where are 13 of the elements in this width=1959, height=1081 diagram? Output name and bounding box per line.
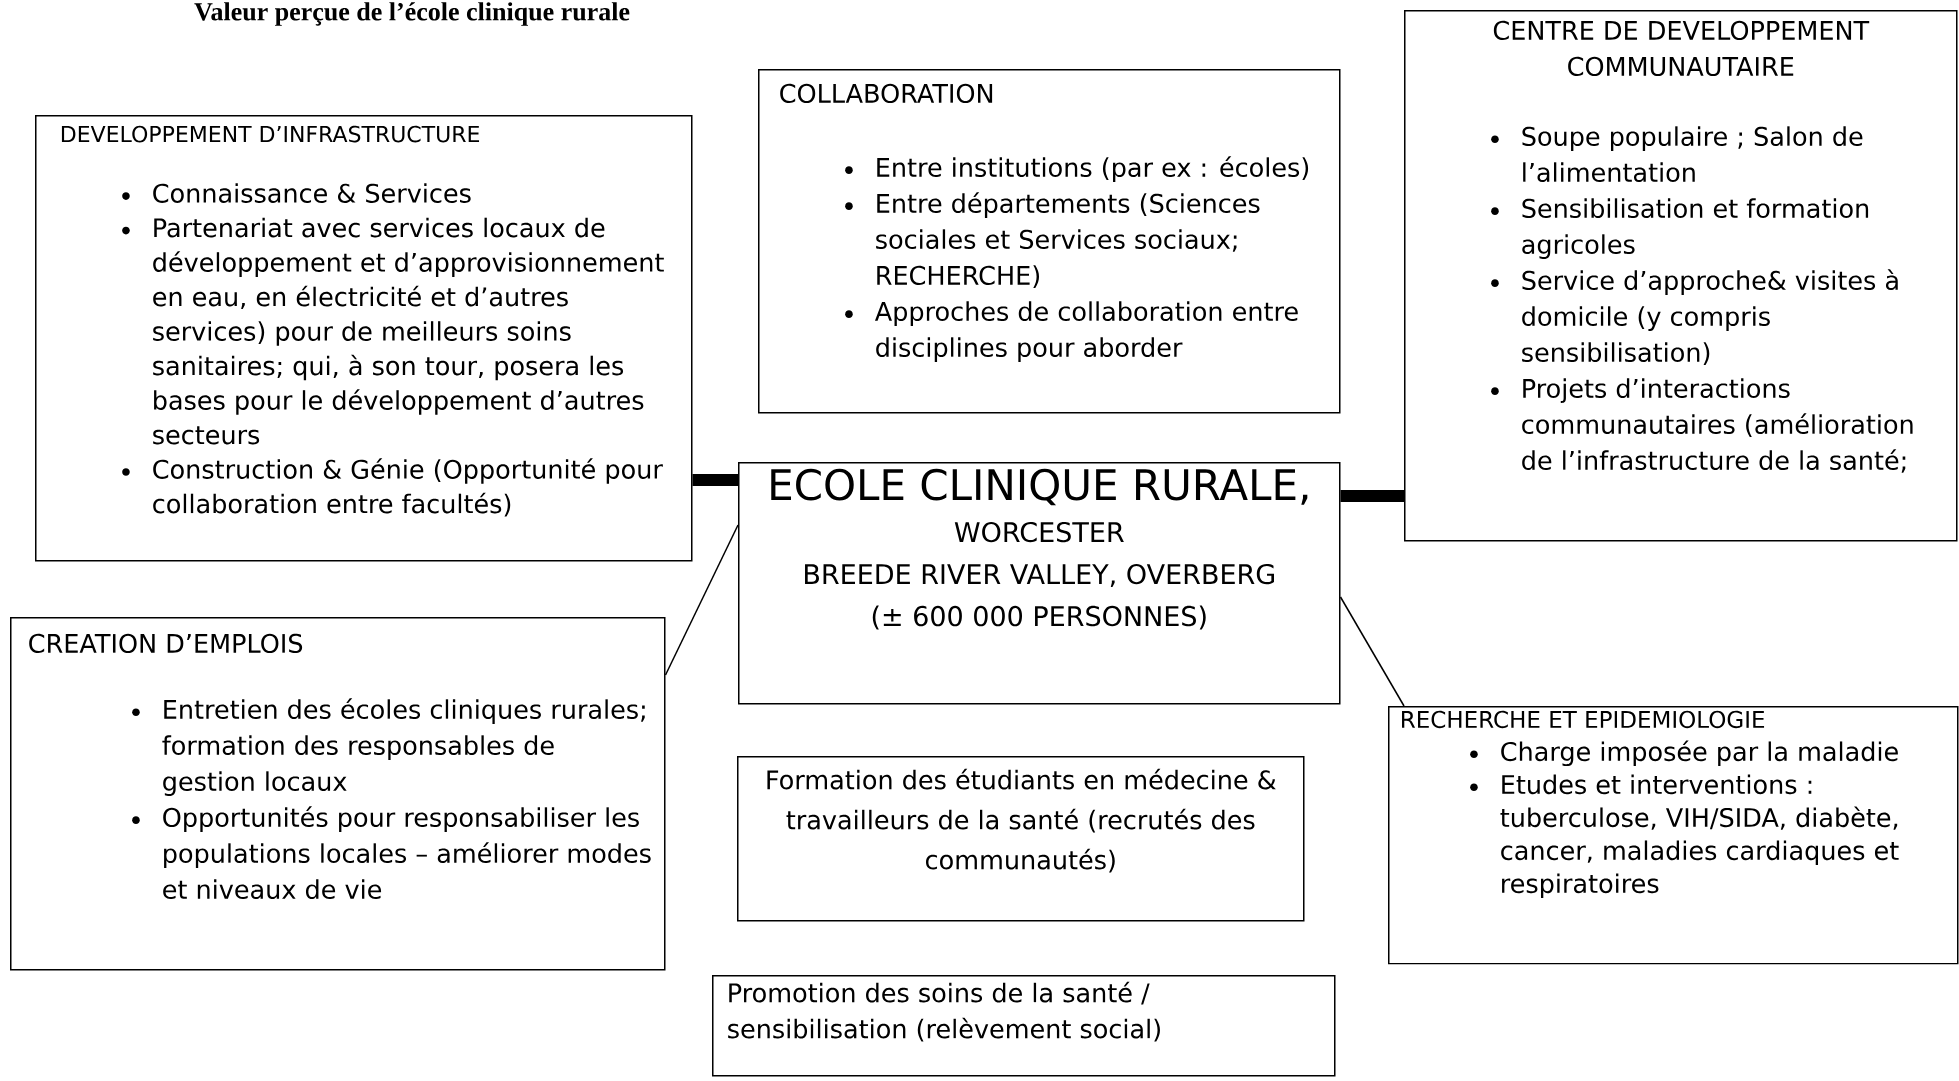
text-box: CENTRE DE DEVELOPPEMENT COMMUNAUTAIRE Soupe populaire ; Salon de l’alimentation Sensibilisation et formation agricoles Service d’approche& visites à domicile (y compris sensibilisation) Projets d’interactions communautaires (amélioration de l’infrastructure de la santé;: [1404, 10, 1958, 542]
text-box: Formation des étudiants en médecine & travailleurs de la santé (recrutés des communautés): [737, 756, 1305, 922]
title: Valeur perçue de l’école clinique rurale: [194, 2, 630, 26]
central-box: ECOLE CLINIQUE RURALE, WORCESTER BREEDE RIVER VALLEY, OVERBERG (± 600 000 PERSONNES): [738, 462, 1341, 705]
text-box: RECHERCHE ET EPIDEMIOLOGIE Charge imposée par la maladie Etudes et interventions : tuberculose, VIH/SIDA, diabète, cancer, maladies cardiaques et respiratoires: [1388, 706, 1959, 965]
text-box: DEVELOPPEMENT D’INFRASTRUCTURE Connaissance & Services Partenariat avec services locaux de développement et d’approvisionnement en eau, en électricité et d’autres services) pour de meilleurs soins sanitaires; qui, à son tour, posera les bases pour le développement d’autres secteurs Construction & Génie (Opportunité pour collaboration entre facultés): [35, 115, 693, 562]
connector-line: [1340, 490, 1404, 502]
text-box: Promotion des soins de la santé / sensibilisation (relèvement social): [712, 975, 1336, 1077]
connector-line: [692, 474, 738, 486]
text-box: COLLABORATION Entre institutions (par ex : écoles) Entre départements (Sciences sociales et Services sociaux; RECHERCHE) Approches de collaboration entre disciplines pour aborder: [758, 69, 1341, 414]
connector-line: [1339, 596, 1405, 707]
connector-line: [664, 524, 739, 676]
text-box: CREATION D’EMPLOIS Entretien des écoles cliniques rurales; formation des responsables de gestion locaux Opportunités pour responsabiliser les populations locales – améliorer modes et niveaux de vie: [10, 617, 666, 971]
